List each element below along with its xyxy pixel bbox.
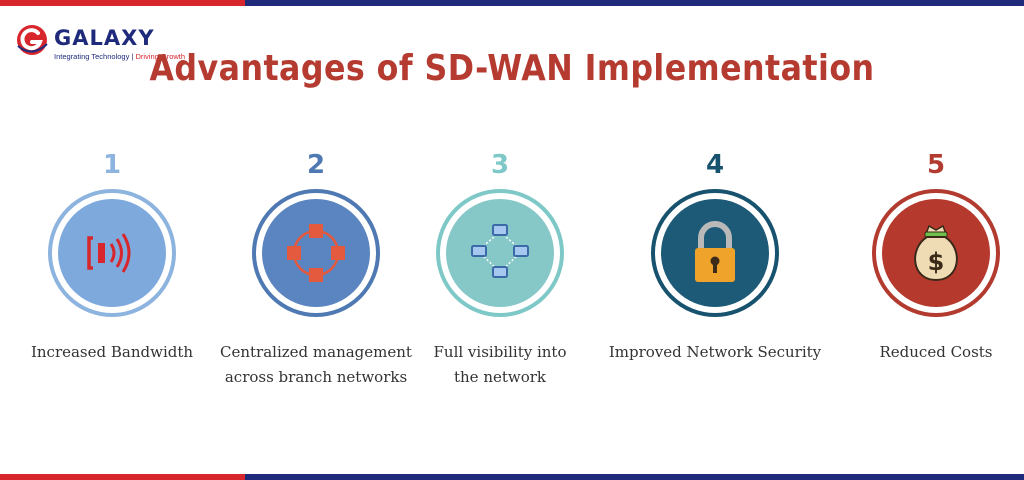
advantage-circle: $: [871, 188, 1001, 318]
page-title: Advantages of SD-WAN Implementation: [149, 48, 875, 89]
brand-tagline: Integrating Technology | Driving Growth: [54, 52, 186, 61]
brand-name: GALAXY: [54, 26, 155, 50]
galaxy-logo-icon: [17, 25, 48, 55]
network-diagram-icon: [436, 189, 564, 317]
advantage-circle: [47, 188, 177, 318]
bottom-accent-bar: [0, 474, 1024, 480]
advantage-number: 5: [926, 150, 946, 180]
advantage-number: 1: [102, 150, 122, 180]
advantage-label: Improved Network Security: [608, 343, 822, 361]
money-bag-icon: $: [872, 189, 1000, 317]
advantage-number: 2: [306, 150, 326, 180]
advantage-label: Full visibility into the network: [433, 343, 567, 386]
advantage-label: Centralized management across branch net…: [220, 343, 412, 386]
advantage-label: Reduced Costs: [879, 343, 993, 361]
advantage-number: 4: [705, 150, 725, 180]
advantage-circle: [435, 188, 565, 318]
svg-text:$: $: [928, 248, 945, 276]
network-nodes-icon: [252, 189, 380, 317]
signal-waves-icon: [48, 189, 176, 317]
advantage-number: 3: [490, 150, 510, 180]
padlock-icon: [651, 189, 779, 317]
top-accent-bar: [0, 0, 1024, 6]
advantage-circle: [650, 188, 780, 318]
advantage-circle: [251, 188, 381, 318]
galaxy-logo: GALAXY Integrating Technology | Driving …: [14, 22, 186, 62]
advantage-label: Increased Bandwidth: [30, 343, 194, 361]
